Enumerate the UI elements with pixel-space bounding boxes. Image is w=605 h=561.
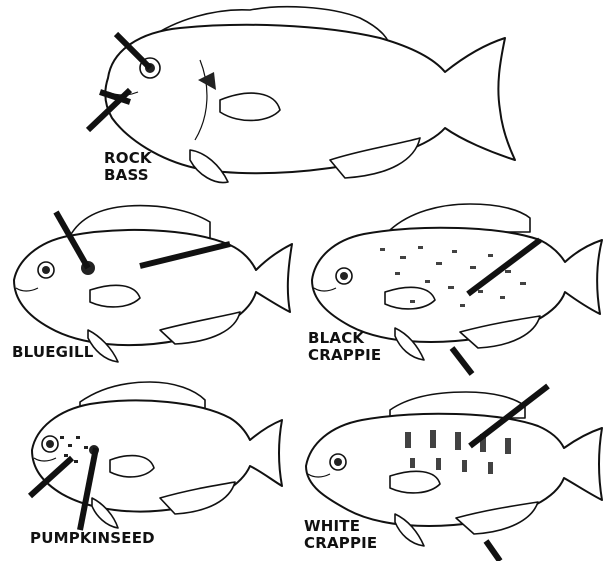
- white-crappie-body: [306, 414, 602, 526]
- pumpkinseed-label: PUMPKINSEED: [30, 530, 155, 547]
- rock-bass-label-line-1: ROCK: [104, 150, 152, 167]
- rock-bass-illustration: [88, 7, 515, 183]
- white-crappie-label-line-2: CRAPPIE: [304, 535, 377, 552]
- pumpkinseed-body: [32, 400, 282, 511]
- black-crappie-label-line-1: BLACK: [308, 330, 381, 347]
- pumpkinseed-label-line-1: PUMPKINSEED: [30, 530, 155, 547]
- white-crappie-label: WHITE CRAPPIE: [304, 518, 377, 552]
- bluegill-body: [14, 230, 292, 345]
- rock-bass-label: ROCK BASS: [104, 150, 152, 184]
- black-crappie-label: BLACK CRAPPIE: [308, 330, 381, 364]
- rock-bass-body: [105, 25, 515, 173]
- black-crappie-label-line-2: CRAPPIE: [308, 347, 381, 364]
- rock-bass-label-line-2: BASS: [104, 167, 152, 184]
- pumpkinseed-illustration: [30, 382, 282, 530]
- bluegill-illustration: [14, 206, 292, 362]
- bluegill-label: BLUEGILL: [12, 344, 94, 361]
- bluegill-label-line-1: BLUEGILL: [12, 344, 94, 361]
- black-crappie-body: [312, 228, 602, 342]
- white-crappie-label-line-1: WHITE: [304, 518, 377, 535]
